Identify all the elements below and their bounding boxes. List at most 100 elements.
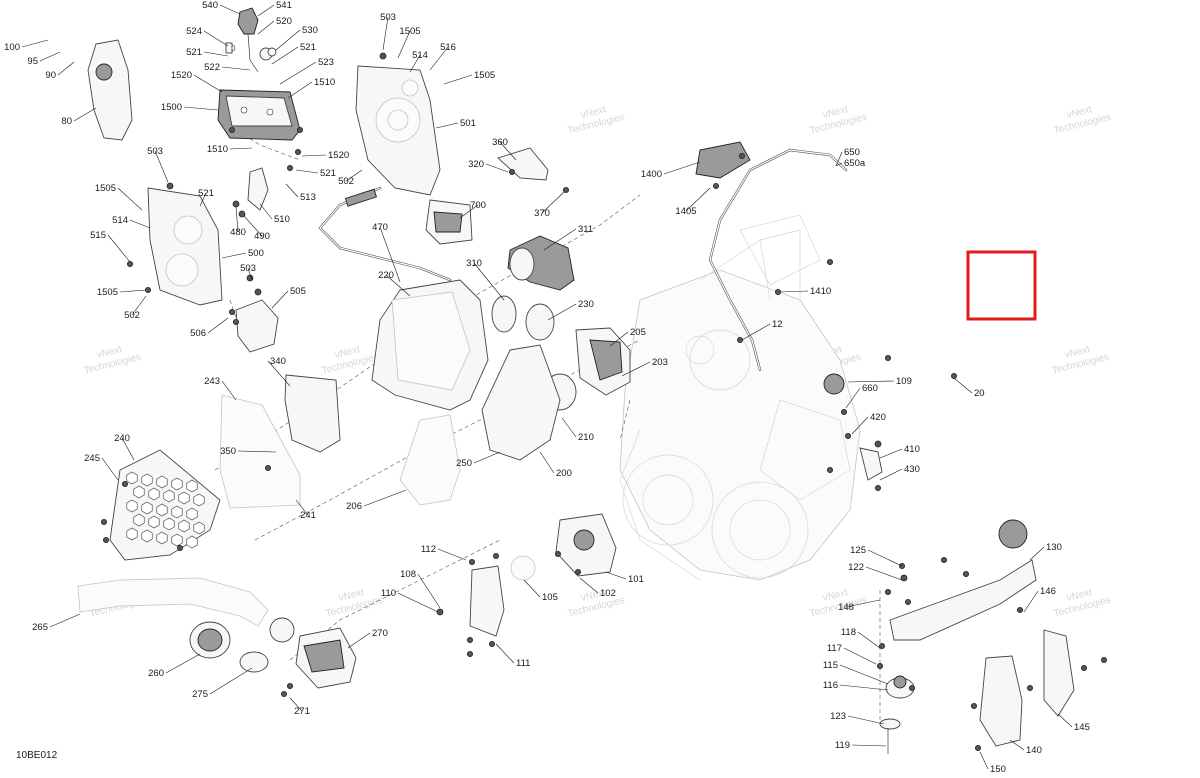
part-callout-700[interactable]: 700 <box>470 200 486 211</box>
part-callout-130[interactable]: 130 <box>1046 542 1062 553</box>
part-callout-140[interactable]: 140 <box>1026 745 1042 756</box>
part-callout-524[interactable]: 524 <box>186 26 202 37</box>
part-callout-20[interactable]: 20 <box>974 388 985 399</box>
part-callout-80[interactable]: 80 <box>61 116 72 127</box>
part-callout-210[interactable]: 210 <box>578 432 594 443</box>
part-callout-502[interactable]: 502 <box>338 176 354 187</box>
part-callout-250[interactable]: 250 <box>456 458 472 469</box>
part-callout-503[interactable]: 503 <box>380 12 396 23</box>
part-callout-116[interactable]: 116 <box>823 680 838 691</box>
part-callout-514[interactable]: 514 <box>112 215 128 226</box>
part-callout-12[interactable]: 12 <box>772 319 783 330</box>
part-callout-241[interactable]: 241 <box>300 510 316 521</box>
part-callout-1510[interactable]: 1510 <box>314 77 335 88</box>
part-callout-502[interactable]: 502 <box>124 310 140 321</box>
part-callout-265[interactable]: 265 <box>32 622 48 633</box>
part-callout-260[interactable]: 260 <box>148 668 164 679</box>
part-callout-240[interactable]: 240 <box>114 433 130 444</box>
part-callout-109[interactable]: 109 <box>896 376 912 387</box>
part-callout-122[interactable]: 122 <box>848 562 864 573</box>
part-callout-115[interactable]: 115 <box>823 660 838 671</box>
part-callout-1400[interactable]: 1400 <box>641 169 662 180</box>
part-callout-500[interactable]: 500 <box>248 248 264 259</box>
part-callout-370[interactable]: 370 <box>534 208 550 219</box>
part-callout-360[interactable]: 360 <box>492 137 508 148</box>
part-callout-420[interactable]: 420 <box>870 412 886 423</box>
part-callout-206[interactable]: 206 <box>346 501 362 512</box>
part-callout-516[interactable]: 516 <box>440 42 456 53</box>
part-callout-410[interactable]: 410 <box>904 444 920 455</box>
part-callout-102[interactable]: 102 <box>600 588 616 599</box>
part-callout-148[interactable]: 148 <box>838 602 854 613</box>
part-callout-320[interactable]: 320 <box>468 159 484 170</box>
part-callout-513[interactable]: 513 <box>300 192 316 203</box>
part-callout-1505[interactable]: 1505 <box>399 26 420 37</box>
part-callout-123[interactable]: 123 <box>830 711 846 722</box>
part-callout-503[interactable]: 503 <box>147 146 163 157</box>
part-callout-95[interactable]: 95 <box>27 56 38 67</box>
part-callout-117[interactable]: 117 <box>827 643 842 654</box>
part-callout-650a[interactable]: 650a <box>844 158 866 169</box>
part-callout-521[interactable]: 521 <box>320 168 336 179</box>
part-callout-530[interactable]: 530 <box>302 25 318 36</box>
part-callout-521[interactable]: 521 <box>198 188 214 199</box>
part-callout-108[interactable]: 108 <box>400 569 416 580</box>
part-callout-275[interactable]: 275 <box>192 689 208 700</box>
part-callout-220[interactable]: 220 <box>378 270 394 281</box>
part-callout-1405[interactable]: 1405 <box>675 206 696 217</box>
part-callout-111[interactable]: 111 <box>516 658 530 669</box>
part-callout-101[interactable]: 101 <box>628 574 644 585</box>
part-callout-522[interactable]: 522 <box>204 62 220 73</box>
part-callout-510[interactable]: 510 <box>274 214 290 225</box>
part-callout-503[interactable]: 503 <box>240 263 256 274</box>
part-callout-118[interactable]: 118 <box>841 627 856 638</box>
part-callout-200[interactable]: 200 <box>556 468 572 479</box>
part-callout-480[interactable]: 480 <box>230 227 246 238</box>
part-callout-125[interactable]: 125 <box>850 545 866 556</box>
part-callout-310[interactable]: 310 <box>466 258 482 269</box>
part-callout-119[interactable]: 119 <box>835 740 850 751</box>
part-callout-1505[interactable]: 1505 <box>97 287 118 298</box>
part-callout-515[interactable]: 515 <box>90 230 106 241</box>
part-callout-650[interactable]: 650 <box>844 147 860 158</box>
part-callout-506[interactable]: 506 <box>190 328 206 339</box>
part-callout-311[interactable]: 311 <box>578 224 593 235</box>
part-callout-1410[interactable]: 1410 <box>810 286 831 297</box>
part-callout-110[interactable]: 110 <box>381 588 396 599</box>
part-callout-541[interactable]: 541 <box>276 0 292 11</box>
part-callout-112[interactable]: 112 <box>421 544 436 555</box>
part-callout-521[interactable]: 521 <box>300 42 316 53</box>
part-callout-430[interactable]: 430 <box>904 464 920 475</box>
part-callout-1505[interactable]: 1505 <box>95 183 116 194</box>
part-callout-523[interactable]: 523 <box>318 57 334 68</box>
part-callout-1520[interactable]: 1520 <box>171 70 192 81</box>
part-callout-203[interactable]: 203 <box>652 357 668 368</box>
part-callout-514[interactable]: 514 <box>412 50 428 61</box>
part-callout-501[interactable]: 501 <box>460 118 476 129</box>
part-callout-660[interactable]: 660 <box>862 383 878 394</box>
part-callout-105[interactable]: 105 <box>542 592 558 603</box>
part-callout-1500[interactable]: 1500 <box>161 102 182 113</box>
part-callout-100[interactable]: 100 <box>4 42 20 53</box>
part-callout-1520[interactable]: 1520 <box>328 150 349 161</box>
part-callout-540[interactable]: 540 <box>202 0 218 11</box>
part-callout-90[interactable]: 90 <box>45 70 56 81</box>
part-callout-205[interactable]: 205 <box>630 327 646 338</box>
part-callout-150[interactable]: 150 <box>990 764 1006 775</box>
part-callout-350[interactable]: 350 <box>220 446 236 457</box>
part-callout-243[interactable]: 243 <box>204 376 220 387</box>
part-callout-1505[interactable]: 1505 <box>474 70 495 81</box>
part-callout-271[interactable]: 271 <box>294 706 310 717</box>
part-callout-145[interactable]: 145 <box>1074 722 1090 733</box>
part-callout-340[interactable]: 340 <box>270 356 286 367</box>
part-callout-490[interactable]: 490 <box>254 231 270 242</box>
part-callout-1510[interactable]: 1510 <box>207 144 228 155</box>
part-callout-146[interactable]: 146 <box>1040 586 1056 597</box>
part-callout-521[interactable]: 521 <box>186 47 202 58</box>
part-callout-230[interactable]: 230 <box>578 299 594 310</box>
part-callout-245[interactable]: 245 <box>84 453 100 464</box>
part-callout-470[interactable]: 470 <box>372 222 388 233</box>
part-callout-270[interactable]: 270 <box>372 628 388 639</box>
selection-highlight-box[interactable] <box>966 250 1037 321</box>
part-callout-505[interactable]: 505 <box>290 286 306 297</box>
